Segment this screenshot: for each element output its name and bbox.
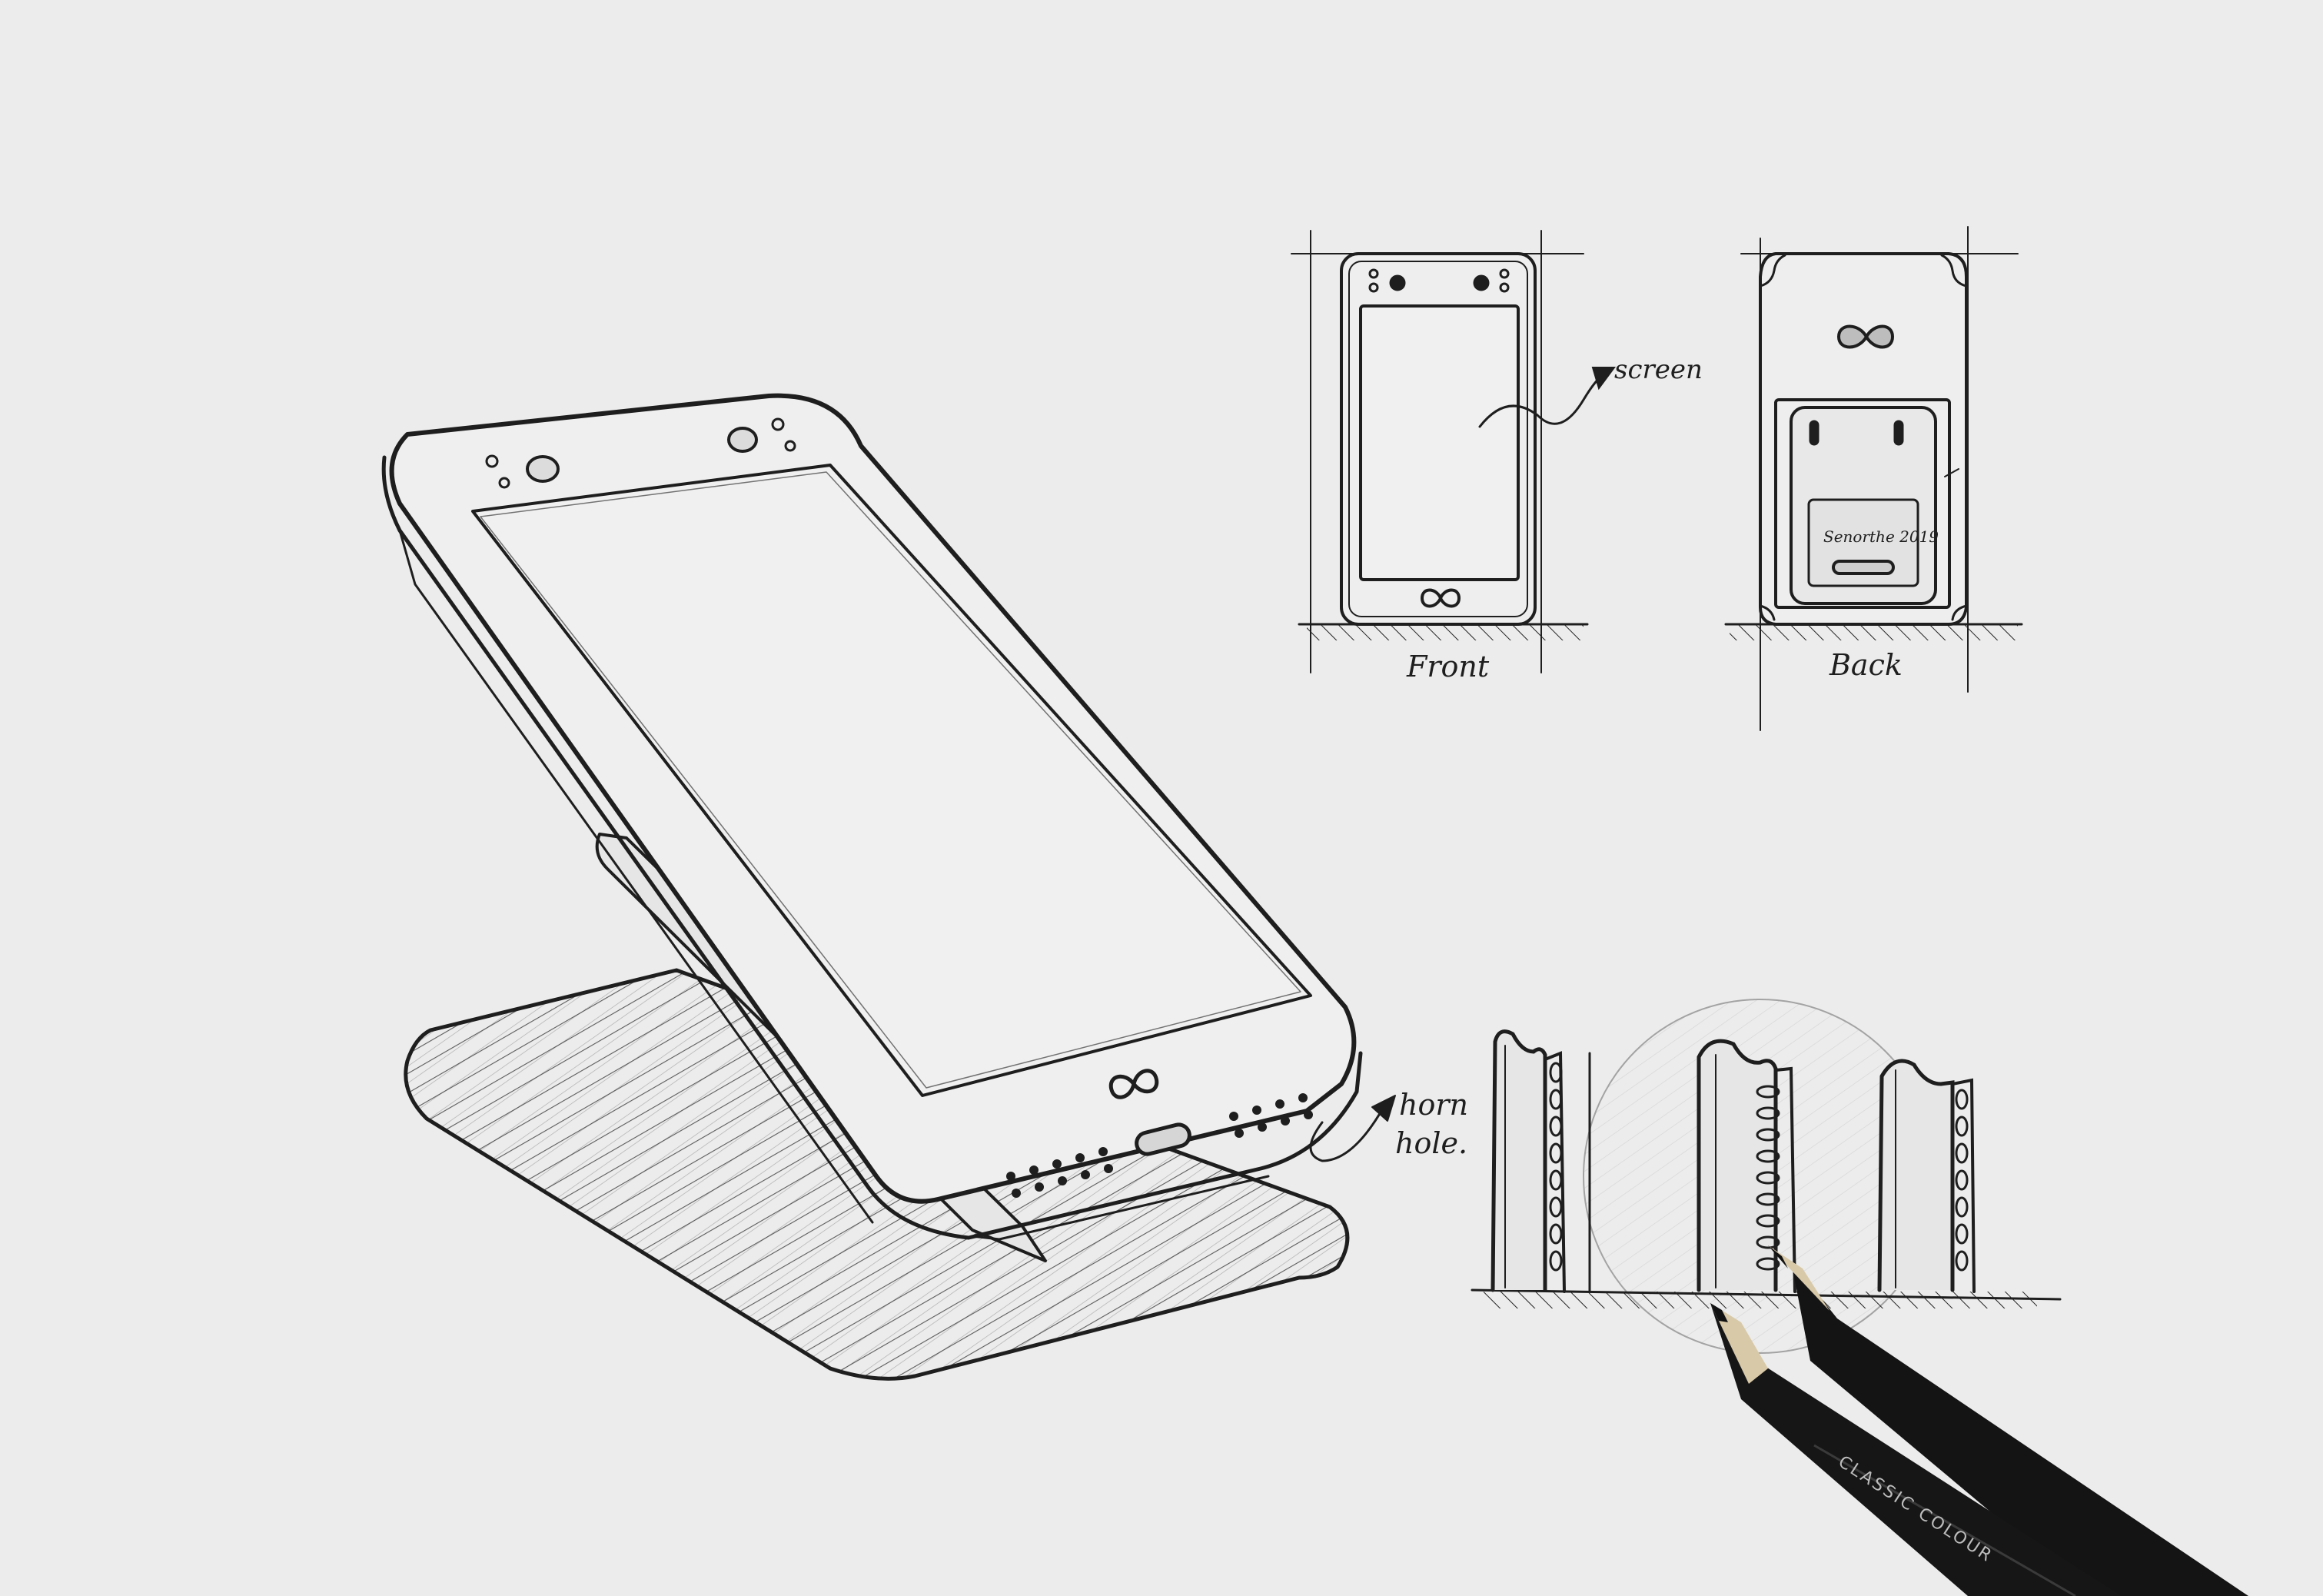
- side-profile-2: [1697, 1039, 1796, 1293]
- speaker-holes: [1006, 1093, 1313, 1198]
- back-usb-port: [1832, 560, 1895, 575]
- front-camera-left-icon: [1389, 274, 1406, 291]
- back-infinity-logo-icon: [1836, 324, 1895, 349]
- usb-port: [1135, 1122, 1191, 1156]
- phone-side: [381, 455, 1363, 1240]
- front-view-sketch: [1291, 230, 1616, 673]
- front-label: Front: [1406, 650, 1490, 683]
- pencil-icon: [1710, 1245, 2248, 1596]
- main-phone-sketch: [381, 393, 1396, 1381]
- side-profile-3: [1877, 1059, 1976, 1293]
- phone-screen: [471, 464, 1312, 1097]
- front-camera-right-icon: [1473, 274, 1490, 291]
- camera-right-icon: [727, 427, 758, 453]
- screen-callout-line: [1478, 374, 1604, 428]
- back-label: Back: [1829, 648, 1903, 682]
- horn-hole-label-2: hole.: [1395, 1126, 1467, 1160]
- horn-hole-label-1: horn: [1399, 1088, 1468, 1122]
- back-view-sketch: [1724, 226, 2023, 731]
- camera-left-icon: [526, 455, 560, 483]
- front-screen: [1359, 304, 1520, 581]
- back-panel-signature: Senorthe 2019: [1823, 527, 1939, 546]
- kickstand-panel: [1774, 398, 1951, 609]
- side-detail-sketch: [1471, 999, 2062, 1354]
- screen-label: screen: [1614, 354, 1703, 385]
- infinity-logo-icon: [1108, 1069, 1159, 1099]
- front-infinity-logo-icon: [1420, 588, 1461, 608]
- side-profile-1: [1491, 1029, 1591, 1293]
- horn-hole-arrow: [1309, 1106, 1385, 1162]
